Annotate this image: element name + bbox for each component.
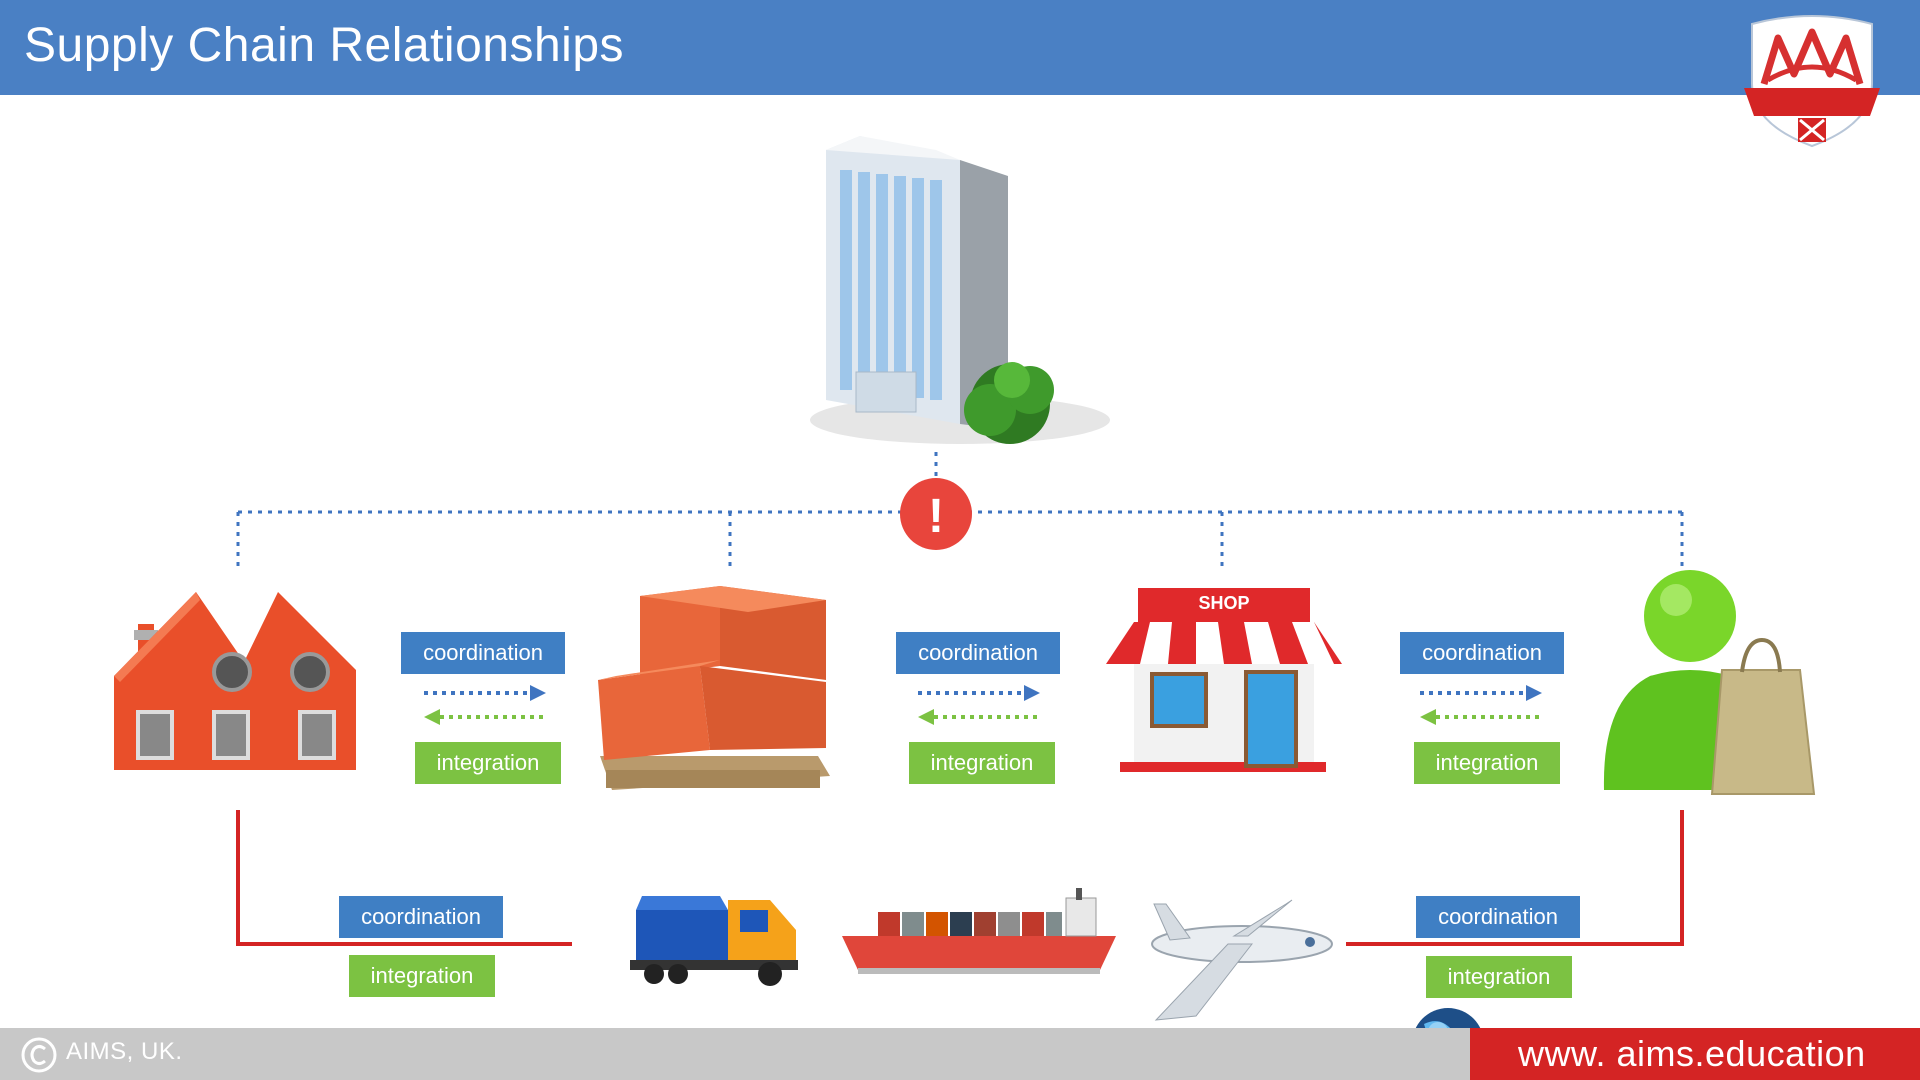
coordination-label: coordination (1416, 896, 1580, 938)
headquarters-building-icon (810, 136, 1110, 444)
page-title: Supply Chain Relationships (24, 19, 625, 72)
flow-arrow-pair-1 (424, 685, 546, 725)
flow-arrows (424, 685, 1542, 725)
integration-label: integration (349, 955, 495, 997)
logistics-lines (236, 810, 1684, 946)
integration-label: integration (909, 742, 1055, 784)
airplane-icon (1151, 899, 1333, 1021)
customer-icon (1603, 570, 1816, 795)
footer-copyright: AIMS, UK. (66, 1038, 183, 1065)
alert-icon (900, 478, 972, 550)
coordination-label: coordination (896, 632, 1060, 674)
truck-icon (630, 896, 798, 986)
shop-icon (1106, 588, 1342, 772)
flow-arrow-pair-2 (918, 685, 1040, 725)
coordination-label: coordination (339, 896, 503, 938)
shop-sign-text: SHOP (1198, 593, 1249, 613)
integration-label: integration (415, 742, 561, 784)
coordination-label: coordination (1400, 632, 1564, 674)
flow-arrow-pair-3 (1420, 685, 1542, 725)
alert-symbol: ! (928, 490, 944, 543)
cargo-ship-icon (842, 888, 1116, 974)
aims-logo-icon (1744, 15, 1880, 148)
factory-icon (114, 592, 356, 770)
header-bar (0, 0, 1920, 95)
footer-url-link[interactable]: www. aims.education (1518, 1033, 1866, 1074)
integration-label: integration (1414, 742, 1560, 784)
integration-label: integration (1426, 956, 1572, 998)
copyright-icon (21, 1037, 57, 1073)
warehouse-boxes-icon (598, 586, 830, 790)
footer-accent-bar (1470, 1028, 1920, 1080)
coordination-label: coordination (401, 632, 565, 674)
